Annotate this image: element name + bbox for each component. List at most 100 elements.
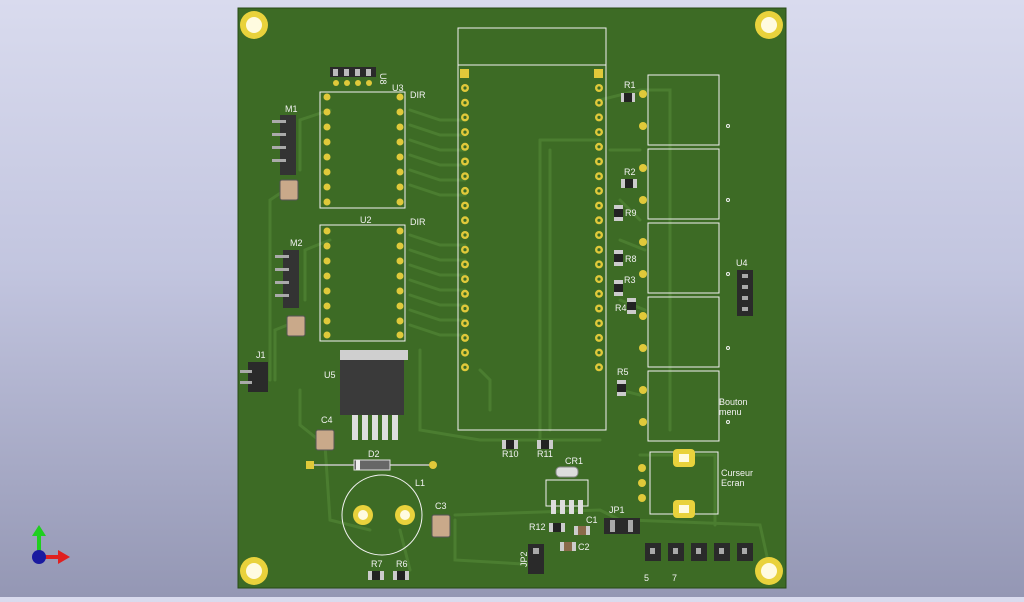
- mcu-pin-hole: [463, 277, 467, 281]
- axis-y-arrow-head-icon: [32, 525, 46, 536]
- mcu-pin-hole: [597, 101, 601, 105]
- c4-label: C4: [321, 415, 333, 425]
- j1-connector: J1: [240, 350, 268, 392]
- c1-label: C1: [586, 515, 598, 525]
- mcu-pin-hole: [597, 115, 601, 119]
- mcu-pin-hole: [463, 115, 467, 119]
- c2-label: C2: [578, 542, 590, 552]
- mcu-pin-hole: [463, 321, 467, 325]
- mcu-pin-hole: [463, 101, 467, 105]
- r7-label: R7: [371, 559, 383, 569]
- encoder-pads: [673, 449, 695, 518]
- r3-resistor: R3: [614, 275, 636, 296]
- cr1-label: CR1: [565, 456, 583, 466]
- r12-label: R12: [529, 522, 546, 532]
- r6-resistor: R6: [393, 559, 409, 580]
- mcu-pin-hole: [463, 248, 467, 252]
- u2-socket: U2 DIR: [319, 215, 426, 342]
- mcu-pin-hole: [463, 174, 467, 178]
- r1-label: R1: [624, 80, 636, 90]
- r8-label: R8: [625, 254, 637, 264]
- mcu-pin-hole: [463, 233, 467, 237]
- u4-label: U4: [736, 258, 748, 268]
- r1-resistor: R1: [621, 80, 636, 102]
- u3-socket: U3 DIR: [319, 83, 426, 209]
- mcu-pin-hole: [463, 262, 467, 266]
- r11-label: R11: [537, 449, 553, 459]
- mcu-pin-hole: [597, 306, 601, 311]
- mcu-pin-hole: [597, 174, 601, 178]
- bouton-label-2: menu: [719, 407, 742, 417]
- mounting-holes: [240, 11, 783, 585]
- mcu-pin-hole: [597, 130, 601, 134]
- mcu-pin-hole: [597, 218, 601, 222]
- r2-resistor: R2: [621, 167, 637, 188]
- l1-inductor: L1: [341, 474, 425, 556]
- mcu-pin-hole: [463, 145, 467, 149]
- r3-label: R3: [624, 275, 636, 285]
- c3-capacitor: C3: [431, 501, 451, 538]
- mcu-module: [457, 27, 607, 431]
- mcu-pin-hole: [597, 292, 601, 296]
- u5-label: U5: [324, 370, 336, 380]
- r4-label: R4: [615, 303, 627, 313]
- r6-label: R6: [396, 559, 408, 569]
- bouton-label-1: Bouton: [719, 397, 748, 407]
- r7-resistor: R7: [368, 559, 384, 580]
- mcu-pin-hole: [463, 306, 467, 311]
- d2-diode: D2: [306, 449, 437, 471]
- axis-z-dot-icon: [32, 550, 46, 564]
- r10-resistor: R10: [502, 440, 519, 459]
- pin-7-label: 7: [672, 573, 677, 583]
- mcu-pin-hole: [597, 248, 601, 252]
- axis-x-arrow-head-icon: [58, 550, 70, 564]
- r10-label: R10: [502, 449, 519, 459]
- dir-label-top: DIR: [410, 90, 426, 100]
- mcu-pin-hole: [597, 86, 601, 90]
- mcu-pin-hole: [597, 321, 601, 325]
- r12-resistor: R12: [529, 522, 565, 532]
- r8-resistor: R8: [614, 250, 637, 266]
- cr1-component: CR1: [545, 456, 589, 514]
- mcu-pin-hole: [597, 351, 601, 355]
- j1-label: J1: [256, 350, 266, 360]
- u8-label: U8: [378, 73, 388, 85]
- mcu-pin-hole: [463, 189, 467, 193]
- mcu-pin-hole: [597, 365, 601, 369]
- mcu-pin-hole: [463, 159, 467, 164]
- r5-resistor: R5: [617, 367, 629, 396]
- mcu-pin-hole: [597, 189, 601, 193]
- r11-resistor: R11: [537, 440, 553, 459]
- jp2-label: JP2: [519, 551, 529, 567]
- mcu-pin-hole: [597, 262, 601, 266]
- mcu-pin-hole: [463, 365, 467, 369]
- mcu-pin-hole: [597, 204, 601, 208]
- mcu-pin-hole: [463, 130, 467, 134]
- button-dots: [726, 124, 730, 424]
- mcu-pin-hole: [463, 292, 467, 296]
- mcu-pin-hole: [463, 86, 467, 90]
- u2-label: U2: [360, 215, 372, 225]
- dir-label-bottom: DIR: [410, 217, 426, 227]
- r2-label: R2: [624, 167, 636, 177]
- axis-gizmo[interactable]: [32, 525, 70, 564]
- mcu-pin-hole: [463, 204, 467, 208]
- m1-label: M1: [285, 104, 298, 114]
- pin-5-label: 5: [644, 573, 649, 583]
- m2-connector: M2: [275, 238, 306, 337]
- u4-header: U4: [736, 258, 753, 316]
- mcu-pin-hole: [463, 218, 467, 222]
- jp2-jumper: JP2: [519, 544, 544, 574]
- curseur-label-1: Curseur: [721, 468, 753, 478]
- c1-capacitor: C1: [574, 515, 598, 535]
- u3-label: U3: [392, 83, 404, 93]
- mcu-pin-hole: [597, 277, 601, 281]
- button-pads: [638, 90, 647, 502]
- bottom-pin-row: 5 7: [644, 543, 753, 583]
- mcu-pin-hole: [463, 351, 467, 355]
- m2-label: M2: [290, 238, 303, 248]
- mcu-pin-hole: [463, 336, 467, 340]
- r5-label: R5: [617, 367, 629, 377]
